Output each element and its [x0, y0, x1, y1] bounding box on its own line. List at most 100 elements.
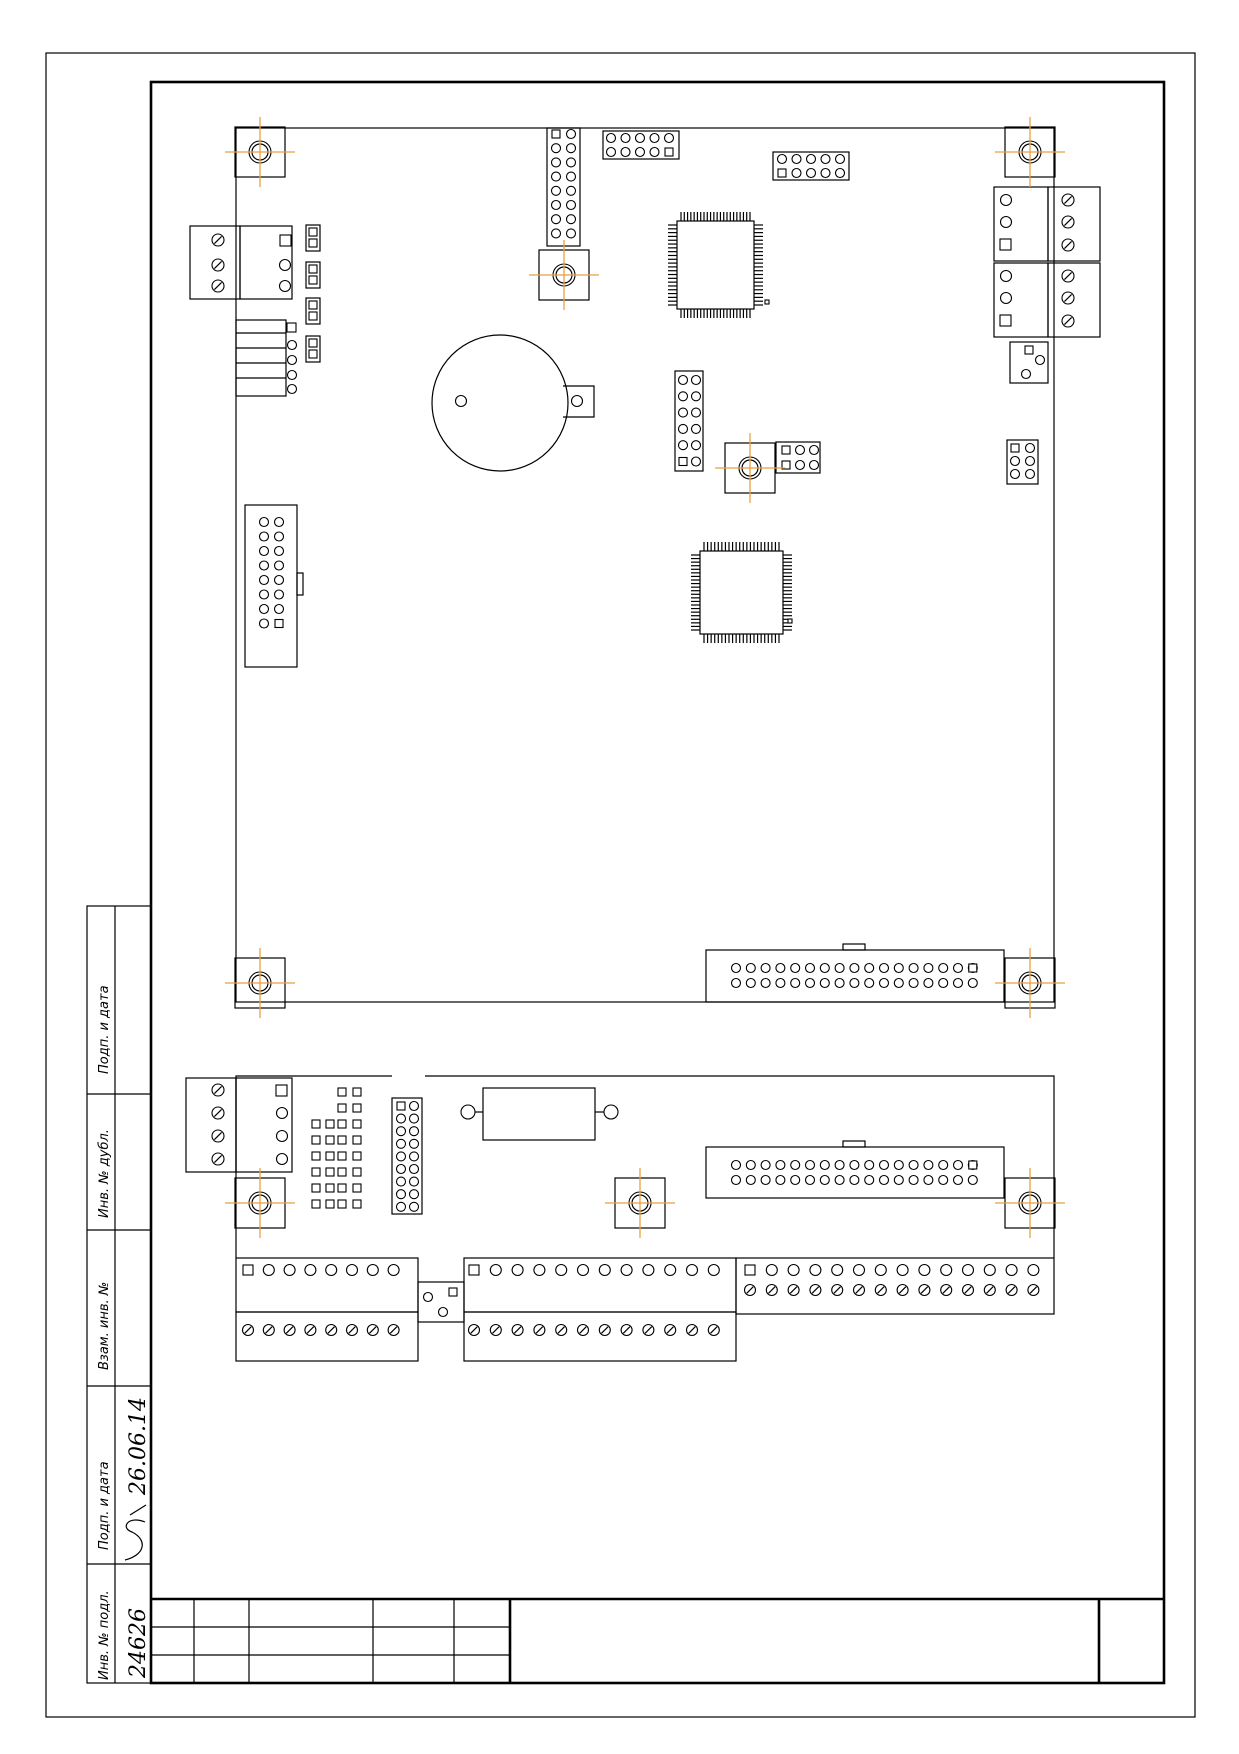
- round-pad-icon: [1024, 455, 1036, 467]
- round-pad-icon: [555, 1263, 568, 1277]
- round-pad-icon: [730, 1159, 742, 1171]
- round-pad-icon: [923, 962, 934, 974]
- right-terminal-block-upper: [993, 186, 1101, 262]
- round-pad-icon: [273, 574, 285, 586]
- idc-connector-bottom: [705, 943, 1005, 1003]
- round-pad-icon: [258, 531, 270, 542]
- round-pad-icon: [408, 1163, 420, 1175]
- round-pad-icon: [760, 1159, 771, 1171]
- round-pad-icon: [258, 603, 270, 615]
- round-pad-icon: [834, 153, 846, 165]
- terminal-screw-icon: [1061, 291, 1075, 305]
- round-pad-icon: [707, 1263, 720, 1277]
- round-pad-icon: [677, 440, 689, 451]
- terminal-screw-icon: [211, 233, 225, 247]
- smd-pad: [311, 1167, 321, 1177]
- round-pad-icon: [794, 444, 806, 456]
- round-pad-icon: [325, 1263, 338, 1277]
- terminal-screw-icon: [211, 1152, 225, 1166]
- round-pad-icon: [605, 132, 617, 144]
- round-pad-icon: [565, 185, 577, 196]
- terminal-screw-icon: [211, 1083, 225, 1097]
- round-pad-icon: [273, 603, 285, 615]
- round-pad-icon: [408, 1100, 420, 1112]
- terminal-screw-icon: [940, 1283, 953, 1297]
- round-pad-icon: [864, 1174, 875, 1186]
- mounting-hole-icon: [605, 1168, 675, 1238]
- smd-pad: [311, 1151, 321, 1161]
- terminal-screw-icon: [1027, 1283, 1040, 1297]
- round-pad-icon: [874, 1263, 887, 1277]
- round-pad-icon: [262, 1263, 275, 1277]
- terminal-screw-icon: [852, 1283, 866, 1297]
- header-3x2-right: [1006, 439, 1039, 485]
- round-pad-icon: [775, 977, 786, 989]
- round-pad-icon: [983, 1263, 996, 1277]
- round-pad-icon: [550, 157, 562, 168]
- qfp-chip-middle: [691, 542, 793, 643]
- terminal-screw-icon: [262, 1323, 275, 1337]
- jumper-column: [305, 224, 321, 363]
- terminal-screw-icon: [1005, 1283, 1018, 1297]
- header-2x6-mid: [674, 370, 704, 472]
- round-pad-icon: [677, 407, 689, 418]
- smd-pad: [311, 1135, 321, 1145]
- round-pad-icon: [908, 1159, 919, 1171]
- round-pad-icon: [819, 977, 830, 989]
- smd-pad: [325, 1183, 335, 1193]
- mounting-hole-icon: [995, 948, 1065, 1018]
- round-pad-icon: [664, 1263, 677, 1277]
- round-pad-icon: [745, 1159, 756, 1171]
- round-pad-icon: [834, 977, 845, 989]
- round-pad-icon: [345, 1263, 359, 1277]
- smd-pad: [311, 1199, 321, 1209]
- round-pad-icon: [745, 1174, 756, 1186]
- terminal-screw-icon: [211, 1129, 225, 1143]
- round-pad-icon: [690, 440, 702, 451]
- round-pad-icon: [967, 977, 978, 989]
- mounting-hole-icon: [225, 948, 295, 1018]
- round-pad-icon: [819, 1174, 830, 1186]
- round-pad-icon: [258, 589, 270, 600]
- terminal-screw-icon: [576, 1323, 590, 1337]
- round-pad-icon: [776, 153, 788, 165]
- header-2x5-b-pins: [776, 153, 846, 179]
- round-pad-icon: [1024, 468, 1036, 480]
- round-pad-icon: [940, 1263, 953, 1277]
- terminal-screw-icon: [831, 1283, 844, 1297]
- square-pad-icon: [664, 147, 674, 157]
- round-pad-icon: [923, 1159, 934, 1171]
- terminal-screw-icon: [961, 1283, 975, 1297]
- round-pad-icon: [598, 1263, 611, 1277]
- smd-pad: [352, 1087, 362, 1097]
- terminal-screw-icon: [620, 1323, 633, 1337]
- smd-pad: [352, 1103, 362, 1113]
- round-pad-icon: [395, 1113, 407, 1124]
- round-pad-icon: [489, 1263, 502, 1277]
- smd-pad: [352, 1119, 362, 1129]
- top-left-terminal-block: [189, 225, 293, 300]
- smd-pad: [352, 1199, 362, 1209]
- round-pad-icon: [258, 574, 270, 586]
- square-pad-icon: [678, 456, 688, 467]
- round-pad-icon: [819, 962, 830, 974]
- round-pad-icon: [273, 516, 285, 528]
- round-pad-icon: [775, 1174, 786, 1186]
- terminal-strip-middle: [463, 1257, 737, 1362]
- round-pad-icon: [820, 153, 831, 165]
- right-terminal-block-lower: [993, 262, 1101, 338]
- round-pad-icon: [550, 199, 562, 211]
- terminal-screw-icon: [211, 258, 225, 272]
- round-pad-icon: [690, 407, 702, 418]
- round-pad-icon: [745, 962, 756, 974]
- round-pad-icon: [790, 1159, 801, 1171]
- round-pad-icon: [258, 516, 270, 528]
- round-pad-icon: [809, 1263, 822, 1277]
- round-pad-icon: [765, 1263, 778, 1277]
- round-pad-icon: [258, 545, 270, 557]
- round-pad-icon: [804, 962, 816, 974]
- round-pad-icon: [775, 962, 786, 974]
- round-pad-icon: [565, 171, 577, 182]
- small-three-pin-block: [417, 1281, 465, 1323]
- round-pad-icon: [834, 1174, 845, 1186]
